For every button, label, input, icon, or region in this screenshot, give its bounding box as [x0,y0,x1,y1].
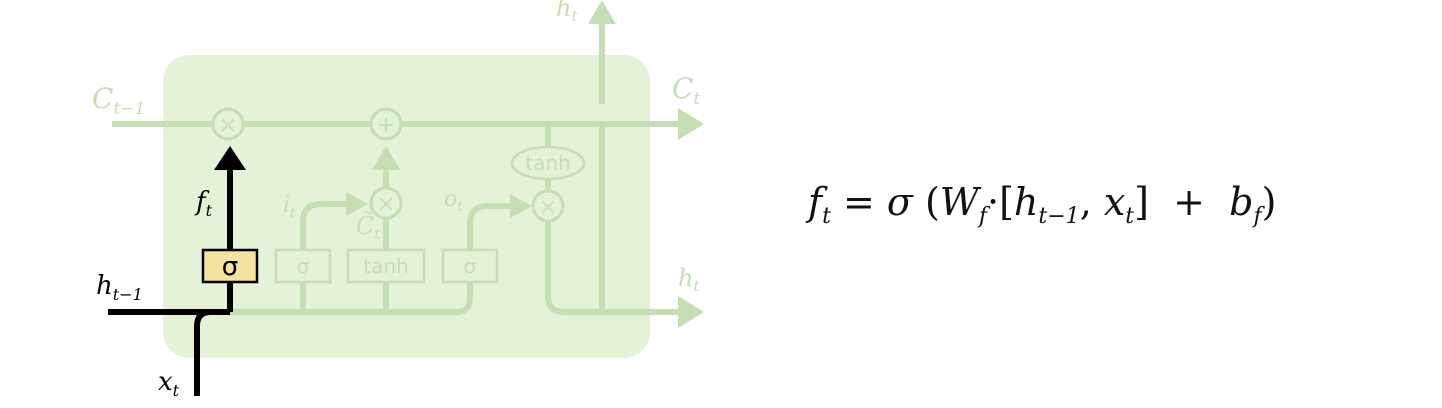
hidden-output-right-line [545,124,704,328]
input-multiply-symbol: × [377,192,395,217]
forget-gate-label: σ [222,252,238,282]
add-symbol: + [377,113,395,138]
hidden-right-label: ht [678,264,700,295]
eq-rbrack: ] [1134,180,1149,224]
input-x-label: xt [158,367,180,400]
add-op [369,107,403,141]
input-gate-box [274,248,332,284]
forget-multiply-symbol: × [219,113,237,138]
eq-x-sub: t [1125,204,1135,229]
candidate-gate-box [346,248,426,284]
eq-W-sub: f [978,204,987,229]
eq-W: W [939,180,979,224]
hidden-prev-label: ht−1 [96,271,143,304]
eq-close-paren: ) [1261,180,1277,224]
eq-open-paren: ( [912,180,940,224]
output-gate-box [441,248,499,284]
cell-tanh-label: tanh [525,151,570,175]
candidate-var-label: C̃t [356,212,381,243]
input-multiply-op [369,186,403,220]
eq-b: b [1229,180,1254,224]
output-gate-var-label: ot [444,187,463,215]
forget-gate-box [201,248,259,284]
output-multiply-symbol: × [539,195,557,220]
eq-dot: · [987,180,1000,224]
hidden-output-up-line [588,0,616,104]
eq-h-sub: t−1 [1038,204,1080,229]
eq-comma: , [1079,180,1104,224]
forget-gate-equation: ft = σ (Wf·[ht−1, xt] + bf) [808,180,1276,240]
input-gate-label: σ [297,254,310,278]
forget-gate-active-path [108,146,246,396]
eq-h: h [1013,180,1039,224]
input-gate-var-label: it [283,193,296,221]
eq-f: f [808,180,823,224]
eq-plus: + [1148,180,1230,224]
output-gate-label: σ [464,254,477,278]
cell-tanh-ellipse [510,145,586,181]
output-multiply-op [531,189,565,223]
eq-equals: = [830,180,887,224]
hidden-top-label: ht [556,0,578,25]
eq-lbrack: [ [999,180,1014,224]
eq-x: x [1103,180,1126,224]
cell-state-label: Ct [672,72,700,109]
candidate-gate-label: tanh [363,254,408,278]
cell-state-prev-label: Ct−1 [92,82,145,119]
forget-multiply-op [211,107,245,141]
eq-b-sub: f [1253,204,1262,229]
eq-f-sub: t [822,204,831,229]
eq-sigma: σ [886,180,913,224]
internal-bus [230,146,551,315]
